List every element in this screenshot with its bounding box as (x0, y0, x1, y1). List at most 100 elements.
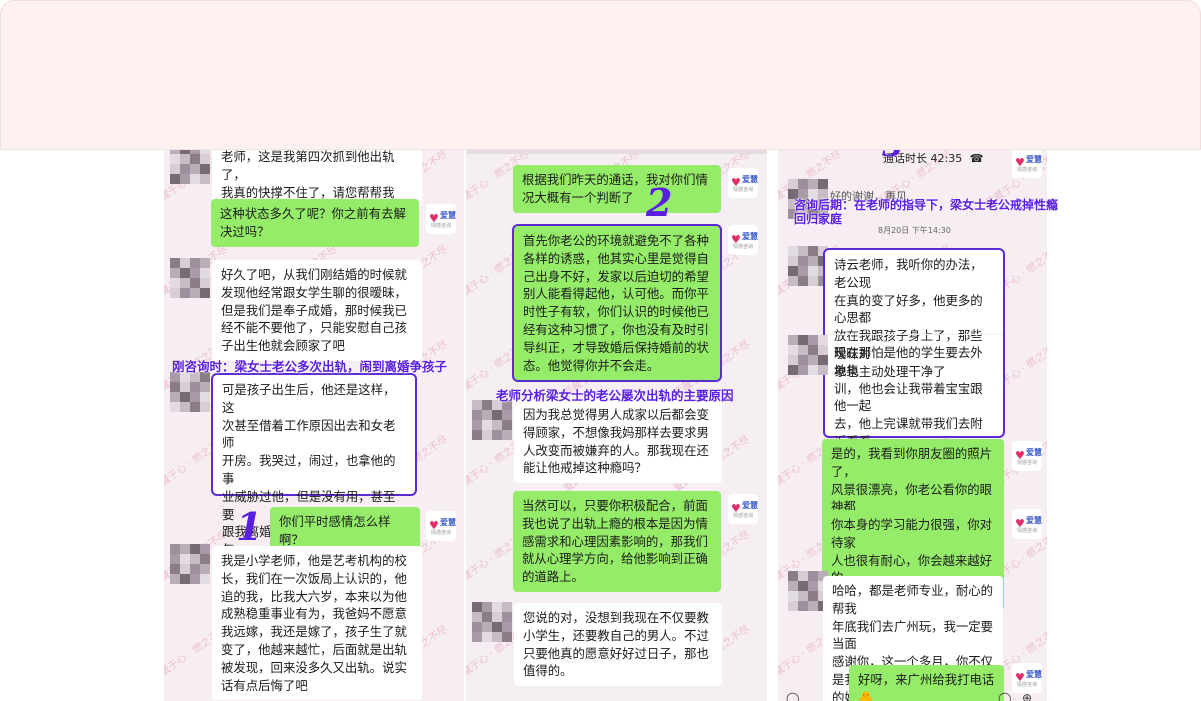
avatar-pixel (482, 612, 492, 622)
avatar-pixel (472, 602, 482, 612)
avatar-pixel (200, 268, 210, 278)
avatar-pixel (492, 612, 502, 622)
top-banner-area (0, 0, 1201, 150)
avatar-pixel (788, 355, 798, 365)
avatar-pixel (808, 266, 818, 276)
avatar-pixel (200, 382, 210, 392)
avatar-pixel (180, 564, 190, 574)
avatar-pixel (492, 632, 502, 642)
avatar-pixel (502, 400, 512, 410)
avatar-pixel (808, 276, 818, 286)
avatar-pixel (818, 209, 828, 219)
avatar-pixel (808, 601, 818, 611)
avatar-pixel (170, 564, 180, 574)
avatar-pixel (788, 601, 798, 611)
avatar-pixel (200, 258, 210, 268)
avatar-pixel (472, 622, 482, 632)
avatar-pixel (818, 571, 828, 581)
avatar-pixel (170, 554, 180, 564)
avatar-pixel (818, 345, 828, 355)
avatar-pixel (492, 430, 502, 440)
avatar-pixel (808, 571, 818, 581)
avatar-pixel (788, 365, 798, 375)
avatar-pixel (190, 174, 200, 184)
annotation-caption: 刚咨询时：梁女士老公多次出轨，闹到离婚争孩子 (172, 359, 448, 374)
avatar-pixel (808, 335, 818, 345)
avatar-pixel (492, 622, 502, 632)
avatar-pixel (190, 564, 200, 574)
avatar-pixel (808, 355, 818, 365)
avatar-pixel (170, 150, 180, 154)
avatar-pixel (492, 602, 502, 612)
avatar (788, 335, 828, 375)
avatar-pixel (190, 402, 200, 412)
avatar-pixel (788, 581, 798, 591)
avatar-pixel (788, 276, 798, 286)
avatar (472, 400, 512, 440)
message-partial: 好的谢谢，再见 (830, 190, 907, 203)
message-bubble: 根据我们昨天的通话，我对你们情 况大概有一个判断了 (513, 165, 721, 213)
avatar-pixel (170, 174, 180, 184)
avatar-pixel (170, 268, 180, 278)
avatar-pixel (788, 591, 798, 601)
emoji-icon[interactable]: ◯ (998, 691, 1012, 701)
avatar-pixel (190, 382, 200, 392)
avatar-pixel (818, 179, 828, 189)
avatar-pixel (170, 382, 180, 392)
avatar-pixel (502, 430, 512, 440)
avatar-pixel (180, 574, 190, 584)
avatar-pixel (170, 402, 180, 412)
avatar-pixel (502, 622, 512, 632)
message-bubble: 因为我总觉得男人成家以后都会变 得顾家，不想像我妈那样去要求男 人改变而被嫌弃的… (514, 400, 722, 484)
avatar (170, 372, 210, 412)
message-bubble: 您说的对，没想到我现在不仅要教 小学生，还要教自己的男人。不过 只要他真的愿意好… (514, 603, 722, 687)
avatar-pixel (180, 278, 190, 288)
step-number: 3 (882, 150, 903, 166)
avatar-pixel (472, 632, 482, 642)
avatar-pixel (180, 174, 190, 184)
avatar-pixel (180, 554, 190, 564)
message-bubble: 老师，这是我第四次抓到他出轨了， 我真的快撑不住了，请您帮帮我 (212, 150, 422, 208)
avatar-pixel (200, 154, 210, 164)
voice-icon[interactable]: ◯ (786, 691, 800, 701)
avatar-pixel (170, 164, 180, 174)
avatar-pixel (798, 276, 808, 286)
avatar-pixel (798, 355, 808, 365)
avatar-pixel (798, 601, 808, 611)
avatar-pixel (798, 266, 808, 276)
avatar-pixel (482, 420, 492, 430)
avatar-pixel (502, 602, 512, 612)
avatar-pixel (788, 189, 798, 199)
avatar (788, 571, 828, 611)
avatar-pixel (200, 164, 210, 174)
avatar-pixel (200, 288, 210, 298)
avatar-pixel (200, 278, 210, 288)
brand-logo: ♥爱慧情感咨询 (1012, 509, 1042, 539)
avatar (472, 602, 512, 642)
avatar-pixel (200, 554, 210, 564)
avatar-pixel (200, 574, 210, 584)
avatar-pixel (798, 335, 808, 345)
divider (466, 150, 767, 154)
avatar-pixel (472, 420, 482, 430)
avatar-pixel (200, 372, 210, 382)
avatar-pixel (200, 402, 210, 412)
avatar-pixel (482, 430, 492, 440)
call-duration: 通话时长 42:35 ☎ (883, 150, 983, 166)
avatar-pixel (502, 410, 512, 420)
avatar-pixel (180, 372, 190, 382)
brand-logo: ♥爱慧情感咨询 (728, 225, 758, 255)
message-bubble: 好呀，来广州给我打电话 🐥 (849, 665, 1004, 701)
avatar-pixel (180, 392, 190, 402)
add-icon[interactable]: ⊕ (1022, 691, 1033, 701)
avatar-pixel (798, 365, 808, 375)
avatar-pixel (808, 345, 818, 355)
avatar-pixel (502, 632, 512, 642)
avatar-pixel (170, 258, 180, 268)
avatar-pixel (482, 602, 492, 612)
avatar-pixel (190, 154, 200, 164)
avatar-pixel (482, 410, 492, 420)
avatar-pixel (190, 392, 200, 402)
